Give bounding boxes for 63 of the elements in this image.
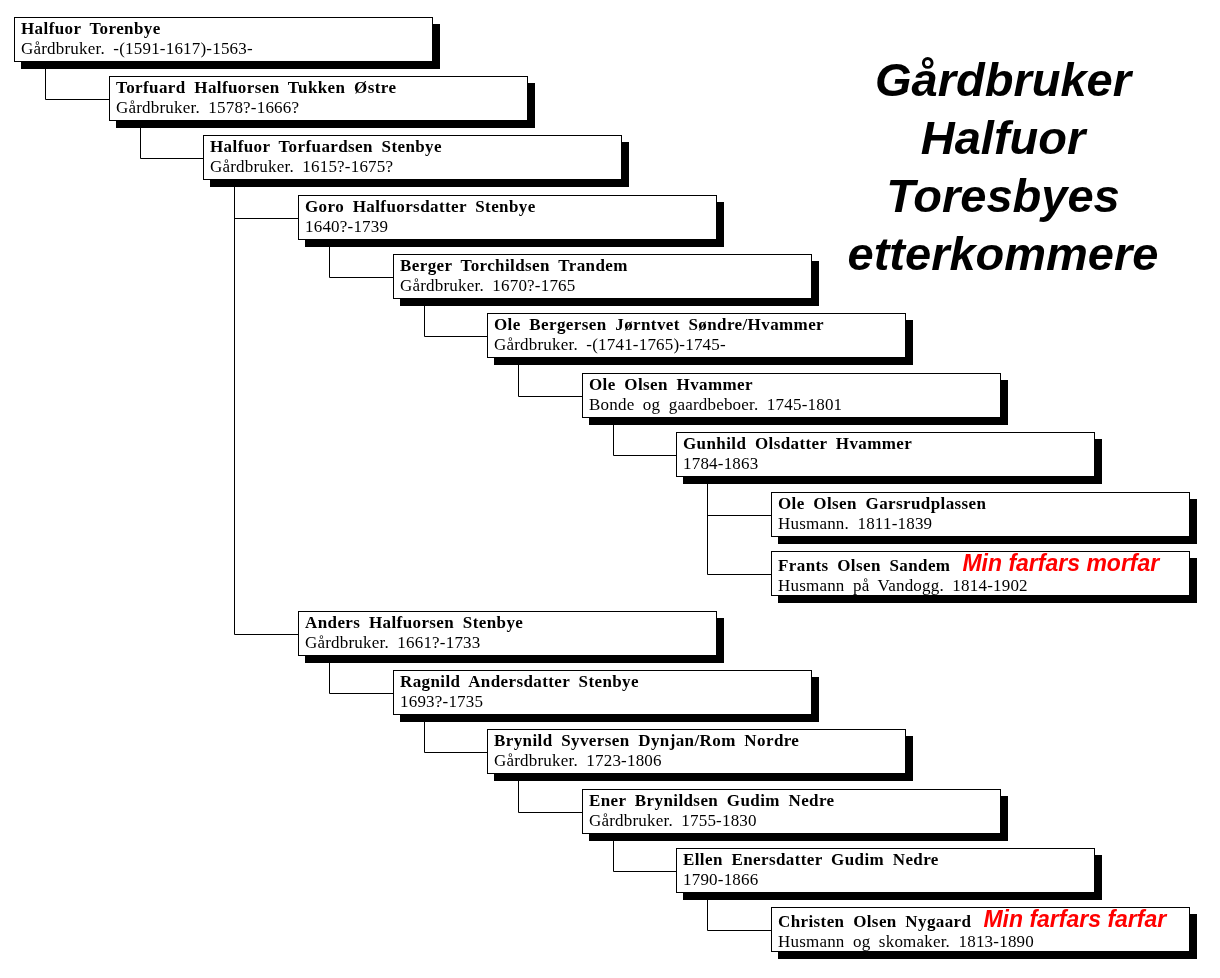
connector-line: [329, 246, 394, 278]
person-box: [393, 670, 819, 722]
person-name: Ole Olsen Garsrudplassen: [778, 494, 987, 514]
person-name: Ellen Enersdatter Gudim Nedre: [683, 850, 939, 870]
person-details: Gårdbruker. 1755-1830: [589, 811, 757, 831]
person-details: 1784-1863: [683, 454, 759, 474]
connector-line: [613, 840, 677, 872]
connector-line: [518, 780, 583, 813]
connector-line: [329, 662, 394, 694]
person-box: [298, 611, 724, 663]
connector-line: [424, 305, 488, 337]
person-name: Goro Halfuorsdatter Stenbye: [305, 197, 536, 217]
person-name: Halfuor Torfuardsen Stenbye: [210, 137, 442, 157]
person-box: [14, 17, 440, 69]
person-box: [487, 313, 913, 365]
person-details: 1790-1866: [683, 870, 759, 890]
annotation-note: Min farfars morfar: [962, 553, 1160, 573]
person-details: Gårdbruker. 1723-1806: [494, 751, 662, 771]
annotation-note: Min farfars farfar: [983, 909, 1167, 929]
person-details: Husmann. 1811-1839: [778, 514, 933, 534]
connector-line: [613, 424, 677, 456]
person-box: [109, 76, 535, 128]
person-box: [582, 789, 1008, 841]
person-details: Gårdbruker. -(1741-1765)-1745-: [494, 335, 726, 355]
connector-line: [45, 68, 110, 100]
person-name: Halfuor Torenbye: [21, 19, 161, 39]
person-details: Gårdbruker. 1615?-1675?: [210, 157, 394, 177]
person-details: 1640?-1739: [305, 217, 389, 237]
person-box: [487, 729, 913, 781]
person-details: Gårdbruker. -(1591-1617)-1563-: [21, 39, 253, 59]
person-box: [393, 254, 819, 306]
person-box: [298, 195, 724, 247]
person-box: [582, 373, 1008, 425]
person-name: Gunhild Olsdatter Hvammer: [683, 434, 913, 454]
person-details: Gårdbruker. 1670?-1765: [400, 276, 576, 296]
person-name: Christen Olsen Nygaard: [778, 912, 972, 932]
person-box: [771, 551, 1197, 603]
person-name: Ragnild Andersdatter Stenbye: [400, 672, 639, 692]
person-details: 1693?-1735: [400, 692, 484, 712]
person-details: Bonde og gaardbeboer. 1745-1801: [589, 395, 843, 415]
person-name: Brynild Syversen Dynjan/Rom Nordre: [494, 731, 800, 751]
connector-line: [140, 127, 204, 159]
person-name: Ener Brynildsen Gudim Nedre: [589, 791, 835, 811]
diagram-title: Gårdbruker Halfuor Toresbyes etterkommere: [846, 52, 1160, 282]
person-box: [676, 848, 1102, 900]
person-box: [203, 135, 629, 187]
person-name: Frants Olsen Sandem: [778, 556, 951, 576]
person-name: Ole Olsen Hvammer: [589, 375, 753, 395]
connector-line: [707, 899, 772, 931]
connector-line: [424, 721, 488, 753]
person-name: Ole Bergersen Jørntvet Søndre/Hvammer: [494, 315, 825, 335]
person-details: Gårdbruker. 1578?-1666?: [116, 98, 300, 118]
person-box: [771, 492, 1197, 544]
person-name: Torfuard Halfuorsen Tukken Østre: [116, 78, 397, 98]
person-box: [676, 432, 1102, 484]
person-box: [771, 907, 1197, 959]
person-name: Berger Torchildsen Trandem: [400, 256, 628, 276]
person-name: Anders Halfuorsen Stenbye: [305, 613, 524, 633]
person-details: Husmann og skomaker. 1813-1890: [778, 932, 1034, 952]
person-details: Husmann på Vandogg. 1814-1902: [778, 576, 1028, 596]
connector-line: [518, 364, 583, 397]
person-details: Gårdbruker. 1661?-1733: [305, 633, 481, 653]
connector-line: [707, 483, 772, 575]
